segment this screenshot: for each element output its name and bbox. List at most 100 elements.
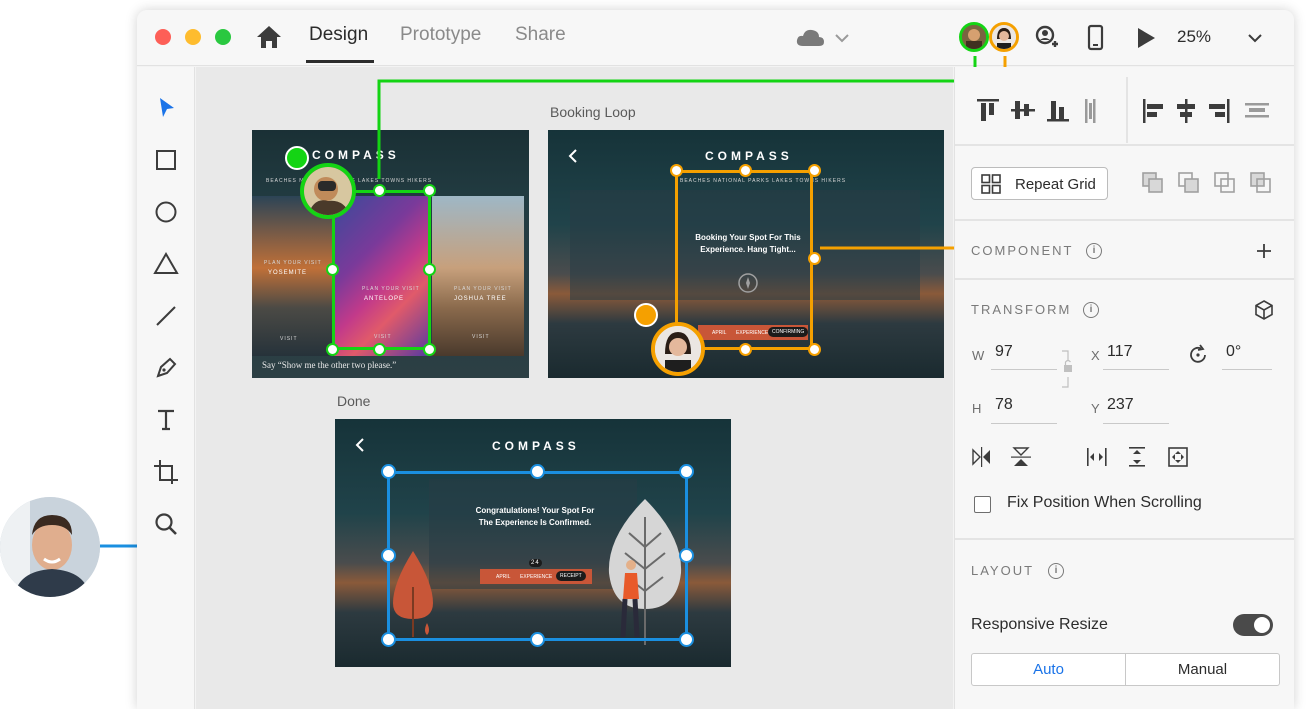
boolean-ops-icons[interactable] [1141, 171, 1281, 195]
chevron-down-icon[interactable] [834, 33, 850, 43]
select-arrow-icon[interactable] [152, 94, 180, 122]
pen-icon[interactable] [152, 354, 180, 382]
resize-handle[interactable] [739, 164, 752, 177]
responsive-resize-toggle[interactable] [1233, 614, 1273, 636]
flip-horizontal-icon [972, 447, 990, 467]
booking-panel [570, 190, 920, 300]
resize-handle[interactable] [373, 184, 386, 197]
resize-handle[interactable] [423, 343, 436, 356]
x-input[interactable]: 117 [1107, 343, 1133, 360]
resize-handle[interactable] [808, 164, 821, 177]
resize-handle[interactable] [373, 343, 386, 356]
artboard-label-done[interactable]: Done [337, 393, 371, 409]
resize-handle[interactable] [670, 164, 683, 177]
mobile-icon[interactable] [1081, 24, 1109, 52]
lock-aspect-icon[interactable] [1060, 349, 1074, 389]
artboard-nav: BEACHES NATIONAL PARKS LAKES TOWNS HIKER… [680, 178, 847, 184]
autumn-tree-icon [393, 551, 433, 637]
user-add-icon[interactable] [1032, 24, 1060, 52]
resize-handle[interactable] [381, 548, 396, 563]
back-chevron-icon[interactable] [566, 148, 580, 164]
distribute-vertical-icon [1085, 99, 1096, 123]
artboard-compass-cards[interactable]: COMPASS BEACHES NATIONAL PARKS LAKES TOW… [252, 130, 529, 378]
resize-handle[interactable] [423, 263, 436, 276]
plus-icon[interactable] [1255, 242, 1273, 260]
repeat-grid-button[interactable]: Repeat Grid [971, 167, 1108, 200]
active-tab-indicator [306, 60, 374, 63]
resize-handle[interactable] [326, 343, 339, 356]
triangle-icon[interactable] [152, 250, 180, 278]
canvas[interactable]: Booking Loop Done COMPASS BEACHES NATION… [196, 67, 953, 709]
width-input[interactable]: 97 [995, 343, 1013, 360]
height-input[interactable]: 78 [995, 396, 1013, 413]
artboard-brand: COMPASS [492, 439, 580, 453]
y-input[interactable]: 237 [1107, 396, 1134, 413]
play-icon[interactable] [1132, 24, 1160, 52]
card-joshua-tree[interactable]: PLAN YOUR VISIT JOSHUA TREE VISIT [432, 196, 524, 356]
resize-handle[interactable] [679, 548, 694, 563]
card-antelope[interactable]: PLAN YOUR VISIT ANTELOPE VISIT [334, 196, 428, 356]
rectangle-icon[interactable] [152, 146, 180, 174]
fix-position-label: Fix Position When Scrolling [1007, 494, 1202, 511]
done-status-pill: APRIL EXPERIENCE RECEIPT [480, 569, 592, 584]
align-left-icon [1143, 99, 1163, 123]
fix-position-checkbox[interactable] [974, 496, 991, 513]
fit-height-icon [1129, 447, 1145, 467]
ellipse-icon[interactable] [152, 198, 180, 226]
align-bottom-icon [1047, 101, 1069, 122]
home-icon[interactable] [255, 24, 283, 50]
flip-resize-icons[interactable] [971, 444, 1191, 470]
text-icon[interactable] [152, 406, 180, 434]
maximize-window-button[interactable] [215, 29, 231, 45]
close-window-button[interactable] [155, 29, 171, 45]
resize-handle[interactable] [423, 184, 436, 197]
tab-design[interactable]: Design [309, 24, 369, 45]
rotation-input[interactable]: 0° [1226, 343, 1242, 360]
component-section-title: COMPONENT [971, 243, 1074, 258]
info-icon[interactable]: i [1083, 302, 1099, 318]
resize-handle[interactable] [808, 343, 821, 356]
y-label: Y [1091, 401, 1100, 416]
info-icon[interactable]: i [1086, 243, 1102, 259]
collaborator-avatar-green[interactable] [959, 22, 989, 52]
cloud-icon[interactable] [795, 26, 825, 48]
resize-handle[interactable] [326, 263, 339, 276]
artboard-brand: COMPASS [705, 149, 793, 163]
exclude-shape-icon [1250, 172, 1271, 193]
cube-icon[interactable] [1253, 299, 1275, 321]
artboard-done[interactable]: COMPASS Congratulations! Your Spot For T… [335, 419, 731, 667]
info-icon[interactable]: i [1048, 563, 1064, 579]
resize-handle[interactable] [679, 464, 694, 479]
line-icon[interactable] [152, 302, 180, 330]
collaborator-photo-green [300, 163, 356, 219]
resize-mode-auto[interactable]: Auto [971, 653, 1126, 686]
zoom-icon[interactable] [152, 510, 180, 538]
resize-handle[interactable] [739, 343, 752, 356]
tab-prototype[interactable]: Prototype [400, 24, 482, 45]
resize-handle[interactable] [530, 632, 545, 647]
resize-handle[interactable] [381, 632, 396, 647]
align-top-icon [977, 99, 999, 121]
person-photo-icon [992, 25, 1016, 49]
title-bar: Design Prototype Share [137, 10, 1294, 66]
minimize-window-button[interactable] [185, 29, 201, 45]
resize-handle[interactable] [679, 632, 694, 647]
cursor-dot-green [285, 146, 309, 170]
artboard-icon[interactable] [152, 458, 180, 486]
artboard-label-booking[interactable]: Booking Loop [550, 104, 636, 120]
zoom-level[interactable]: 25% [1177, 27, 1212, 46]
back-chevron-icon[interactable] [353, 437, 367, 453]
align-horizontal-icons[interactable] [1141, 97, 1281, 125]
collaborator-avatar-orange[interactable] [989, 22, 1019, 52]
resize-handle[interactable] [530, 464, 545, 479]
tab-share[interactable]: Share [515, 24, 566, 45]
card-yosemite[interactable]: PLAN YOUR VISIT YOSEMITE VISIT [252, 196, 336, 356]
person-photo-icon [0, 497, 100, 597]
zoom-chevron-down-icon[interactable] [1247, 33, 1263, 43]
resize-mode-manual[interactable]: Manual [1125, 653, 1280, 686]
align-right-icon [1209, 99, 1230, 123]
align-distribute-icons[interactable] [975, 97, 1125, 125]
resize-handle[interactable] [381, 464, 396, 479]
selection-blue[interactable] [387, 471, 688, 641]
resize-handle[interactable] [808, 252, 821, 265]
